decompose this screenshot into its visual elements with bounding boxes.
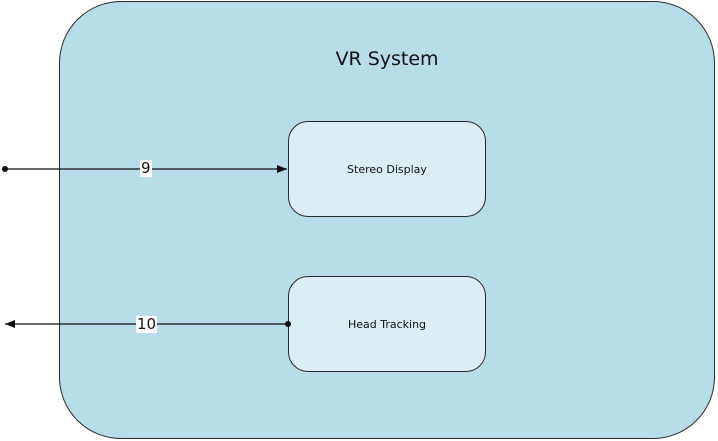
component-stereo-display[interactable]: Stereo Display — [288, 121, 486, 217]
component-head-tracking[interactable]: Head Tracking — [288, 276, 486, 372]
system-title: VR System — [335, 48, 439, 70]
connection-label-9: 9 — [140, 159, 152, 177]
component-label: Head Tracking — [347, 317, 427, 331]
connection-label-10: 10 — [136, 315, 158, 333]
component-label: Stereo Display — [347, 162, 427, 176]
